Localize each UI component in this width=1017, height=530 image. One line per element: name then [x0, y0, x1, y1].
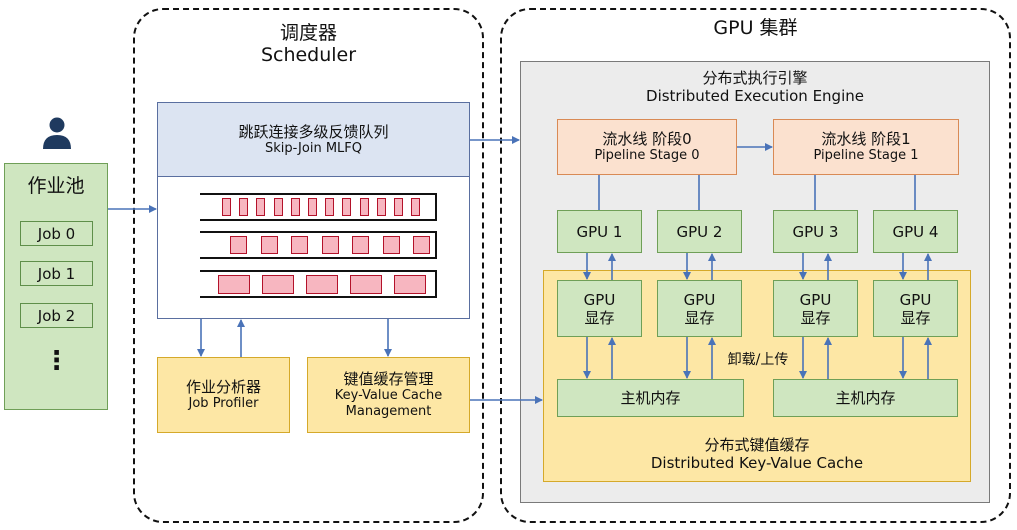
gpu-3: GPU 3	[773, 210, 858, 253]
kv-cache-title-en: Distributed Key-Value Cache	[650, 454, 864, 472]
queue-slot-l2	[218, 275, 250, 294]
job-1: Job 1	[20, 261, 93, 286]
gpu-memory-2: GPU 显存	[657, 280, 742, 337]
gpu-cluster-title: GPU 集群	[713, 17, 798, 39]
offload-upload-label: 卸载/上传	[727, 352, 789, 368]
job-more: ⋮	[43, 346, 70, 376]
gpu-memory-2-line2: 显存	[684, 308, 715, 327]
gpu-cluster-region	[500, 8, 1011, 523]
gpu-4: GPU 4	[873, 210, 958, 253]
pipeline-stage-1: 流水线 阶段1 Pipeline Stage 1	[773, 119, 959, 175]
queue-slot-l2	[394, 275, 426, 294]
queue-slot-l0	[359, 198, 369, 216]
stage0-cn: 流水线 阶段0	[602, 130, 692, 148]
queue-slot-l1	[413, 236, 430, 254]
pipeline-stage-0: 流水线 阶段0 Pipeline Stage 0	[557, 119, 737, 175]
scheduler-title-en: Scheduler	[260, 44, 357, 66]
queue-slot-l0	[308, 198, 317, 216]
queue-slot-l0	[394, 198, 403, 216]
host-memory-2: 主机内存	[773, 379, 958, 417]
gpu-memory-4-line2: 显存	[900, 308, 931, 327]
queue-slot-l1	[382, 236, 400, 254]
kv-cache-title-cn: 分布式键值缓存	[704, 436, 810, 454]
queue-slot-l2	[306, 275, 338, 294]
execution-engine-title: 分布式执行引擎 Distributed Execution Engine	[520, 66, 990, 108]
job-profiler-cn: 作业分析器	[185, 378, 261, 396]
queue-slot-l0	[342, 198, 352, 216]
user-icon	[43, 117, 71, 149]
scheduler-title-cn: 调度器	[279, 22, 337, 44]
queue-slot-l0	[222, 198, 231, 216]
queue-slot-l0	[290, 198, 300, 216]
engine-title-cn: 分布式执行引擎	[702, 69, 808, 87]
job-0: Job 0	[20, 221, 93, 246]
stage0-en: Pipeline Stage 0	[594, 148, 700, 163]
gpu-memory-2-line1: GPU	[683, 290, 716, 309]
mlfq-title-cn: 跳跃连接多级反馈队列	[238, 122, 389, 141]
gpu-memory-1-line2: 显存	[584, 308, 615, 327]
gpu-memory-3-line2: 显存	[800, 308, 831, 327]
gpu-memory-4-line1: GPU	[899, 290, 932, 309]
queue-slot-l0	[325, 198, 335, 216]
kv-cache-title: 分布式键值缓存 Distributed Key-Value Cache	[543, 433, 971, 475]
job-pool-title: 作业池	[27, 174, 85, 197]
gpu-1: GPU 1	[557, 210, 642, 253]
queue-slot-l1	[291, 236, 308, 254]
mlfq-header: 跳跃连接多级反馈队列 Skip-Join MLFQ	[157, 102, 470, 177]
gpu-2: GPU 2	[657, 210, 742, 253]
gpu-memory-3-line1: GPU	[799, 290, 832, 309]
gpu-memory-1-line1: GPU	[583, 290, 616, 309]
queue-level-1	[200, 231, 437, 259]
job-2: Job 2	[20, 303, 93, 328]
queue-slot-l0	[411, 198, 421, 216]
engine-title-en: Distributed Execution Engine	[646, 87, 864, 105]
queue-slot-l2	[350, 275, 382, 294]
user-icon-head	[49, 117, 65, 133]
host-memory-1: 主机内存	[557, 379, 744, 417]
stage1-en: Pipeline Stage 1	[813, 148, 919, 163]
queue-slot-l0	[256, 198, 266, 216]
queue-slot-l1	[352, 236, 369, 254]
kv-mgmt-en-1: Key-Value Cache	[334, 388, 443, 403]
gpu-memory-1: GPU 显存	[557, 280, 642, 337]
queue-slot-l0	[239, 198, 249, 216]
job-profiler-en: Job Profiler	[188, 396, 259, 411]
queue-slot-l1	[230, 236, 247, 254]
gpu-memory-4: GPU 显存	[873, 280, 958, 337]
job-pool-box	[4, 163, 108, 410]
scheduler-region	[133, 8, 484, 523]
scheduler-title: 调度器 Scheduler	[133, 20, 484, 68]
kv-mgmt-cn: 键值缓存管理	[343, 370, 434, 388]
mlfq-title-en: Skip-Join MLFQ	[265, 140, 362, 156]
queue-slot-l0	[273, 198, 283, 216]
queue-slot-l2	[262, 275, 294, 294]
stage1-cn: 流水线 阶段1	[821, 130, 911, 148]
queue-level-0	[200, 193, 437, 221]
queue-slot-l1	[260, 236, 278, 254]
queue-slot-l0	[376, 198, 386, 216]
gpu-memory-3: GPU 显存	[773, 280, 858, 337]
job-profiler-box: 作业分析器 Job Profiler	[157, 357, 290, 433]
queue-slot-l1	[321, 236, 339, 254]
kv-mgmt-en-2: Management	[345, 404, 432, 419]
kv-cache-management-box: 键值缓存管理 Key-Value Cache Management	[307, 357, 470, 433]
user-icon-body	[43, 135, 71, 149]
queue-level-2	[200, 270, 437, 298]
